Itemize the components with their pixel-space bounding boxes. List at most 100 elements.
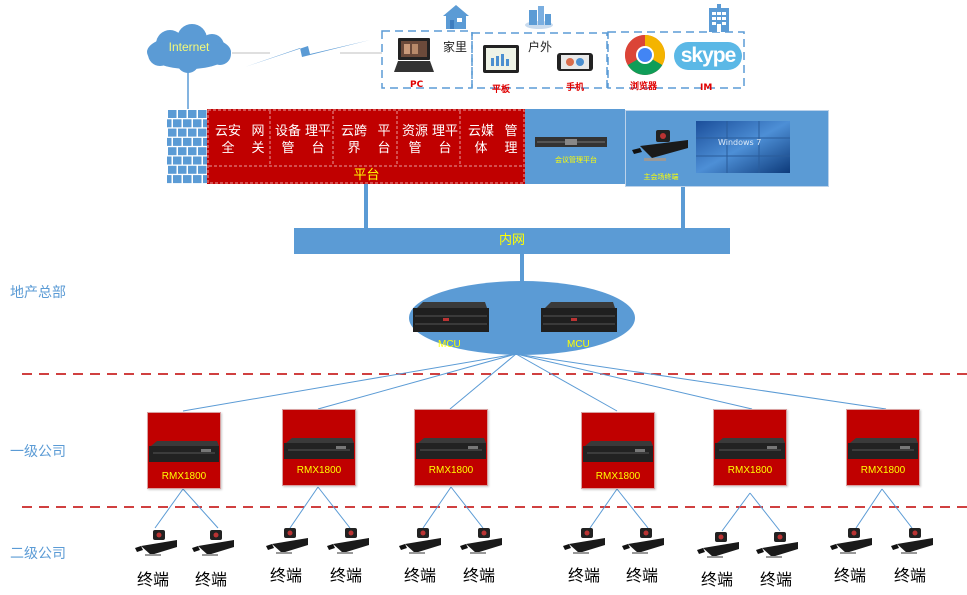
chrome-icon	[625, 35, 665, 75]
platform-module-cloud-media[interactable]: 云媒体管理	[463, 112, 523, 167]
device-label-browser: 浏览器	[630, 82, 658, 92]
firewall-brick	[167, 175, 172, 184]
rmx-unit[interactable]: RMX1800	[147, 412, 221, 489]
terminal-label: 终端	[701, 570, 734, 589]
module-line: 云跨界	[340, 123, 367, 156]
video-terminal-icon[interactable]	[460, 526, 504, 560]
rmx-label: RMX1800	[296, 465, 342, 476]
firewall-brick	[168, 110, 177, 118]
level-label-tier1: 一级公司	[10, 444, 66, 460]
device-label-pc: PC	[410, 80, 424, 90]
server-icon	[535, 137, 607, 147]
firewall-brick	[203, 156, 209, 165]
level-label-tier2: 二级公司	[10, 546, 66, 562]
rmx-unit[interactable]: RMX1800	[846, 409, 920, 486]
firewall-brick	[188, 147, 197, 156]
location-label-outdoor: 户外	[528, 40, 553, 54]
firewall-brick	[198, 165, 207, 174]
firewall-brick	[168, 147, 177, 156]
video-terminal-icon[interactable]	[192, 528, 236, 562]
firewall-brick	[193, 137, 202, 146]
video-terminal-icon[interactable]	[891, 526, 935, 560]
intranet-bar	[294, 228, 730, 254]
firewall-brick	[183, 175, 192, 184]
phone-icon	[557, 53, 593, 71]
rmx-server-icon	[416, 438, 486, 459]
main-venue-label: 主会场终端	[643, 173, 679, 181]
terminal-label: 终端	[137, 570, 170, 589]
video-terminal-icon[interactable]	[622, 526, 666, 560]
platform-module-device-management[interactable]: 设备管理平台	[273, 112, 333, 167]
city-icon	[525, 6, 553, 29]
mcu-label: MCU	[567, 339, 590, 350]
module-line: 理平台	[431, 123, 458, 156]
mcu-server-icon	[541, 302, 617, 332]
tablet-icon	[483, 45, 519, 73]
module-line: 管理	[504, 123, 518, 156]
firewall-brick	[178, 147, 187, 156]
intranet-label: 内网	[498, 233, 525, 248]
firewall-brick	[193, 156, 202, 165]
rmx-unit[interactable]: RMX1800	[282, 409, 356, 486]
firewall-brick	[173, 156, 182, 165]
terminal-label: 终端	[330, 566, 363, 585]
module-line: 资源管	[401, 123, 428, 156]
module-line: 理平台	[304, 123, 331, 156]
hotel-group-box	[607, 31, 745, 89]
terminal-label: 终端	[463, 566, 496, 585]
terminal-label: 终端	[760, 570, 793, 589]
fanout-line	[515, 353, 618, 412]
rmx-server-icon	[715, 438, 785, 459]
video-terminal-icon[interactable]	[399, 526, 443, 560]
firewall-brick	[188, 165, 197, 174]
platform-module-cross-boundary[interactable]: 云跨界平台	[336, 112, 396, 167]
windows-logo-text: Windows 7	[718, 138, 761, 147]
platform-label: 平台	[353, 168, 380, 183]
platform-module-resource-management[interactable]: 资源管理平台	[400, 112, 460, 167]
firewall-brick	[198, 110, 207, 118]
firewall-brick	[168, 128, 177, 137]
terminal-label: 终端	[404, 566, 437, 585]
module-line: 平台	[377, 123, 391, 156]
video-terminal-icon[interactable]	[563, 526, 607, 560]
video-terminal-icon[interactable]	[697, 530, 741, 564]
firewall-icon	[167, 109, 209, 184]
terminal-label: 终端	[568, 566, 601, 585]
firewall-brick	[193, 175, 202, 184]
firewall-brick	[203, 175, 209, 184]
firewall-brick	[173, 137, 182, 146]
firewall-brick	[167, 137, 172, 146]
module-line: 云媒体	[467, 123, 494, 156]
rmx-label: RMX1800	[428, 465, 474, 476]
mcu-cluster-ellipse	[409, 281, 635, 355]
firewall-brick	[178, 165, 187, 174]
platform-module-cloud-security-gateway[interactable]: 云安全网关	[210, 112, 270, 167]
fanout-line	[515, 353, 887, 410]
rmx-unit[interactable]: RMX1800	[581, 412, 655, 489]
module-line: 设备管	[274, 123, 301, 156]
firewall-brick	[198, 128, 207, 137]
module-line: 云安全	[214, 123, 241, 156]
fanout-line	[449, 353, 517, 410]
firewall-brick	[167, 156, 172, 165]
rmx-server-icon	[848, 438, 918, 459]
internet-label: Internet	[168, 40, 210, 54]
video-terminal-icon[interactable]	[266, 526, 310, 560]
rmx-server-icon	[284, 438, 354, 459]
video-terminal-icon[interactable]	[756, 530, 800, 564]
firewall-brick	[198, 147, 207, 156]
firewall-brick	[203, 137, 209, 146]
level-label-headquarters: 地产总部	[10, 285, 66, 301]
mcu-server-icon	[413, 302, 489, 332]
terminal-label: 终端	[270, 566, 303, 585]
video-terminal-icon[interactable]	[135, 528, 179, 562]
video-terminal-icon[interactable]	[830, 526, 874, 560]
location-label-home: 家里	[443, 40, 468, 54]
rmx-label: RMX1800	[860, 465, 906, 476]
firewall-brick	[168, 165, 177, 174]
rmx-unit[interactable]: RMX1800	[713, 409, 787, 486]
rmx-unit[interactable]: RMX1800	[414, 409, 488, 486]
device-label-phone: 手机	[566, 83, 585, 93]
video-terminal-icon[interactable]	[327, 526, 371, 560]
